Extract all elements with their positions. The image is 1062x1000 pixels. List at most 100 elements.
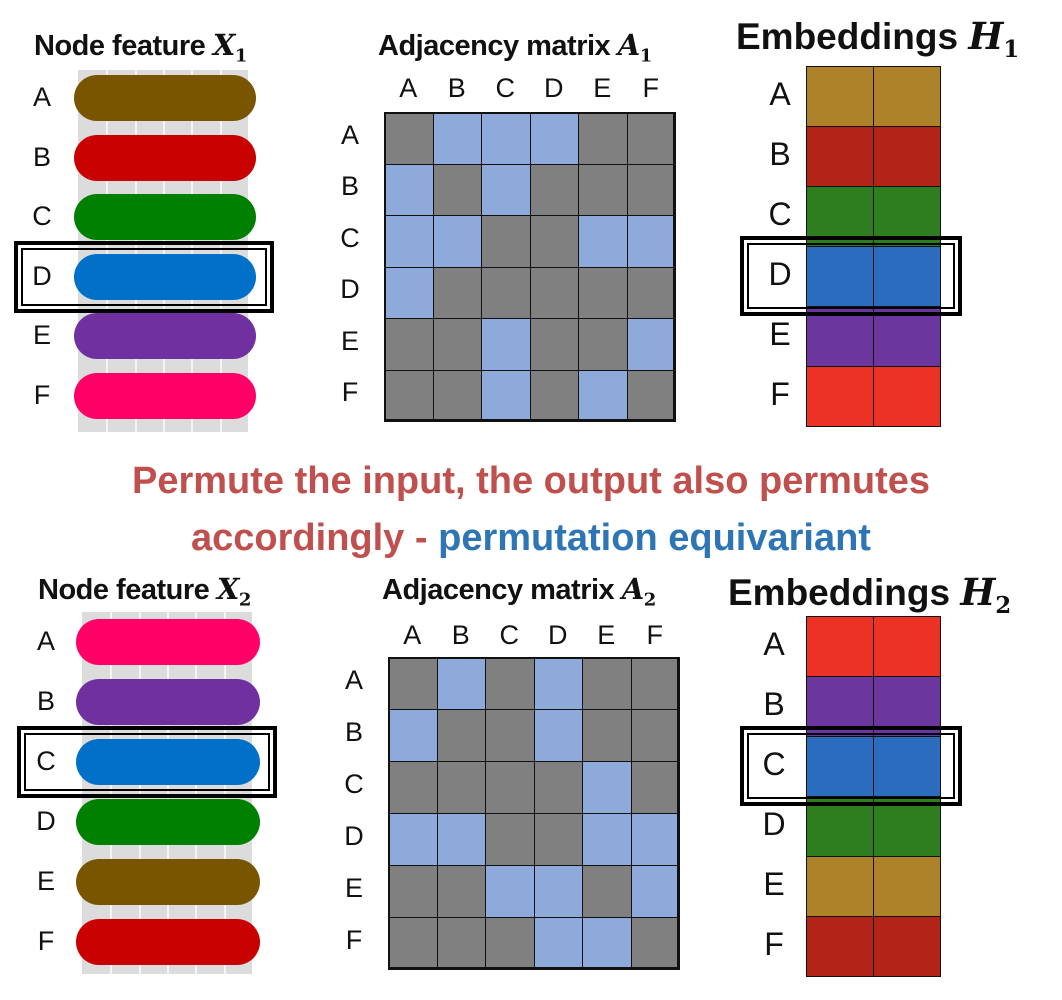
embedding-cell-a bbox=[873, 66, 941, 127]
matrix-cell bbox=[626, 369, 676, 422]
row-label-e: E bbox=[340, 325, 359, 356]
row-label-d: D bbox=[762, 806, 786, 842]
matrix-cell bbox=[582, 917, 632, 970]
caption-line-2: accordingly - permutation equivariant bbox=[0, 513, 1062, 563]
row-label-b: B bbox=[763, 686, 785, 722]
matrix-cell bbox=[481, 318, 531, 371]
embedding-cell-b bbox=[806, 126, 874, 187]
row-label-c: C bbox=[768, 196, 792, 232]
embedding-cell-f bbox=[873, 366, 941, 427]
embedding-cell-f bbox=[806, 366, 874, 427]
matrix-cell bbox=[529, 266, 579, 319]
feature-bar-e bbox=[74, 313, 256, 359]
row-label-e: E bbox=[32, 320, 51, 350]
selection-box bbox=[740, 236, 962, 316]
col-label-a: A bbox=[403, 620, 422, 650]
col-label-f: F bbox=[642, 73, 660, 103]
row-label-d: D bbox=[340, 274, 360, 305]
row-label-c: C bbox=[32, 201, 52, 231]
feature-bar-a bbox=[76, 619, 260, 665]
row-label-d: D bbox=[32, 260, 52, 291]
matrix-border bbox=[384, 112, 675, 421]
matrix-cell bbox=[529, 318, 579, 371]
col-label-c: C bbox=[495, 73, 516, 103]
matrix-cell bbox=[436, 761, 486, 814]
row-label-e: E bbox=[769, 316, 791, 352]
matrix-cell bbox=[582, 865, 632, 918]
row-label-a: A bbox=[769, 76, 791, 112]
feature-bar-f bbox=[74, 372, 256, 419]
matrix-cell bbox=[485, 761, 535, 814]
feature-bar-b bbox=[76, 679, 260, 725]
matrix-cell bbox=[485, 657, 535, 710]
matrix-cell bbox=[485, 709, 535, 762]
caption-dash: - bbox=[404, 517, 439, 559]
matrix-cell bbox=[432, 215, 482, 268]
matrix-border bbox=[388, 657, 679, 969]
row-label-b: B bbox=[340, 171, 359, 202]
matrix-cell bbox=[529, 215, 579, 268]
row-label-f: F bbox=[770, 376, 790, 412]
col-label-d: D bbox=[548, 620, 568, 650]
row-label-d: D bbox=[36, 806, 56, 836]
matrix-cell bbox=[630, 813, 680, 866]
col-label-f: F bbox=[646, 620, 664, 650]
embedding-cell-d bbox=[873, 796, 941, 857]
embedding-cell-f bbox=[806, 916, 874, 977]
matrix-cell bbox=[578, 369, 628, 422]
row-label-c: C bbox=[340, 222, 360, 253]
feature-bar-d bbox=[74, 253, 256, 300]
row-label-a: A bbox=[32, 82, 51, 112]
col-label-c: C bbox=[499, 620, 520, 650]
node-feature-title-2: Node feature X2 bbox=[38, 572, 251, 611]
row-label-f: F bbox=[33, 379, 51, 410]
feature-bar-f bbox=[76, 919, 260, 965]
row-label-c: C bbox=[36, 746, 56, 776]
matrix-cell bbox=[533, 917, 583, 970]
row-label-e: E bbox=[344, 873, 363, 903]
row-label-e: E bbox=[763, 866, 785, 902]
selection-box bbox=[17, 726, 277, 798]
row-label-f: F bbox=[341, 377, 359, 408]
matrix-cell bbox=[582, 761, 632, 814]
caption-equivariant: permutation equivariant bbox=[438, 517, 871, 559]
row-label-d: D bbox=[344, 821, 364, 851]
feature-grid-bg bbox=[82, 612, 252, 974]
row-label-b: B bbox=[769, 136, 791, 172]
row-label-c: C bbox=[762, 746, 786, 782]
matrix-cell bbox=[630, 917, 680, 970]
col-label-e: E bbox=[593, 73, 612, 103]
matrix-cell bbox=[626, 266, 676, 319]
matrix-cell bbox=[436, 813, 486, 866]
matrix-cell bbox=[481, 215, 531, 268]
matrix-cell bbox=[384, 369, 434, 422]
matrix-cell bbox=[630, 709, 680, 762]
matrix-cell bbox=[481, 266, 531, 319]
embedding-cell-b bbox=[873, 126, 941, 187]
caption-accordingly: accordingly bbox=[191, 517, 405, 559]
selection-box bbox=[740, 726, 962, 806]
matrix-cell bbox=[384, 163, 434, 216]
embeddings-title-1: Embeddings H1 bbox=[736, 14, 1020, 64]
row-label-b: B bbox=[344, 717, 363, 747]
row-label-a: A bbox=[340, 119, 359, 150]
row-label-f: F bbox=[345, 925, 363, 955]
feature-grid-bg bbox=[78, 70, 248, 432]
embedding-cell-a bbox=[873, 616, 941, 677]
caption-text-1: Permute the input, the output also permu… bbox=[131, 460, 931, 502]
matrix-cell bbox=[630, 865, 680, 918]
matrix-cell bbox=[533, 865, 583, 918]
selection-box bbox=[14, 240, 274, 313]
embeddings-title-2: Embeddings H2 bbox=[728, 570, 1012, 620]
row-label-a: A bbox=[36, 626, 55, 656]
matrix-cell bbox=[533, 761, 583, 814]
caption-line-1: Permute the input, the output also permu… bbox=[0, 456, 1062, 506]
adjacency-title-2: Adjacency matrix A2 bbox=[382, 572, 656, 611]
node-feature-title-1: Node feature X1 bbox=[34, 28, 247, 67]
matrix-cell bbox=[578, 266, 628, 319]
matrix-cell bbox=[626, 163, 676, 216]
adjacency-title-1: Adjacency matrix A1 bbox=[378, 28, 652, 67]
embedding-cell-d bbox=[806, 246, 874, 307]
embedding-cell-a bbox=[806, 66, 874, 127]
row-label-f: F bbox=[37, 926, 55, 956]
